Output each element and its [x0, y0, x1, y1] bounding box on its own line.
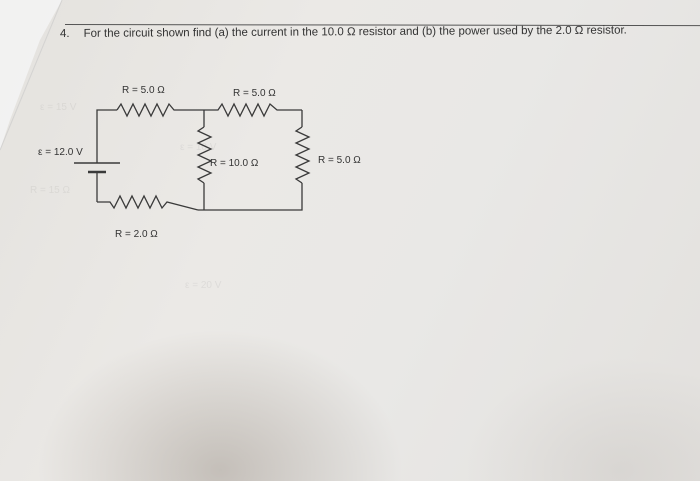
resistor-top-left-zigzag — [116, 102, 204, 118]
bleed-through-emf-2: ε = 10 V — [180, 142, 217, 153]
wire-left-top — [96, 109, 117, 155]
bleed-through-resistor: R = 15 Ω — [30, 185, 70, 196]
resistor-top-right-label: R = 5.0 Ω — [233, 88, 276, 99]
resistor-bottom-label: R = 2.0 Ω — [115, 229, 158, 240]
emf-label: ε = 12.0 V — [38, 147, 83, 158]
resistor-right-vertical-zigzag — [294, 126, 311, 184]
bleed-through-emf-3: ε = 20 V — [185, 280, 222, 291]
bleed-through-emf: ε = 15 V — [40, 102, 77, 113]
resistor-middle-label: R = 10.0 Ω — [210, 158, 259, 169]
resistor-top-right-zigzag — [204, 102, 302, 118]
wire-right-bottom — [198, 183, 303, 211]
resistor-right-label: R = 5.0 Ω — [318, 155, 361, 166]
resistor-bottom-zigzag — [97, 194, 199, 211]
resistor-middle-vertical-zigzag — [196, 126, 213, 184]
resistor-top-left-label: R = 5.0 Ω — [122, 85, 165, 96]
